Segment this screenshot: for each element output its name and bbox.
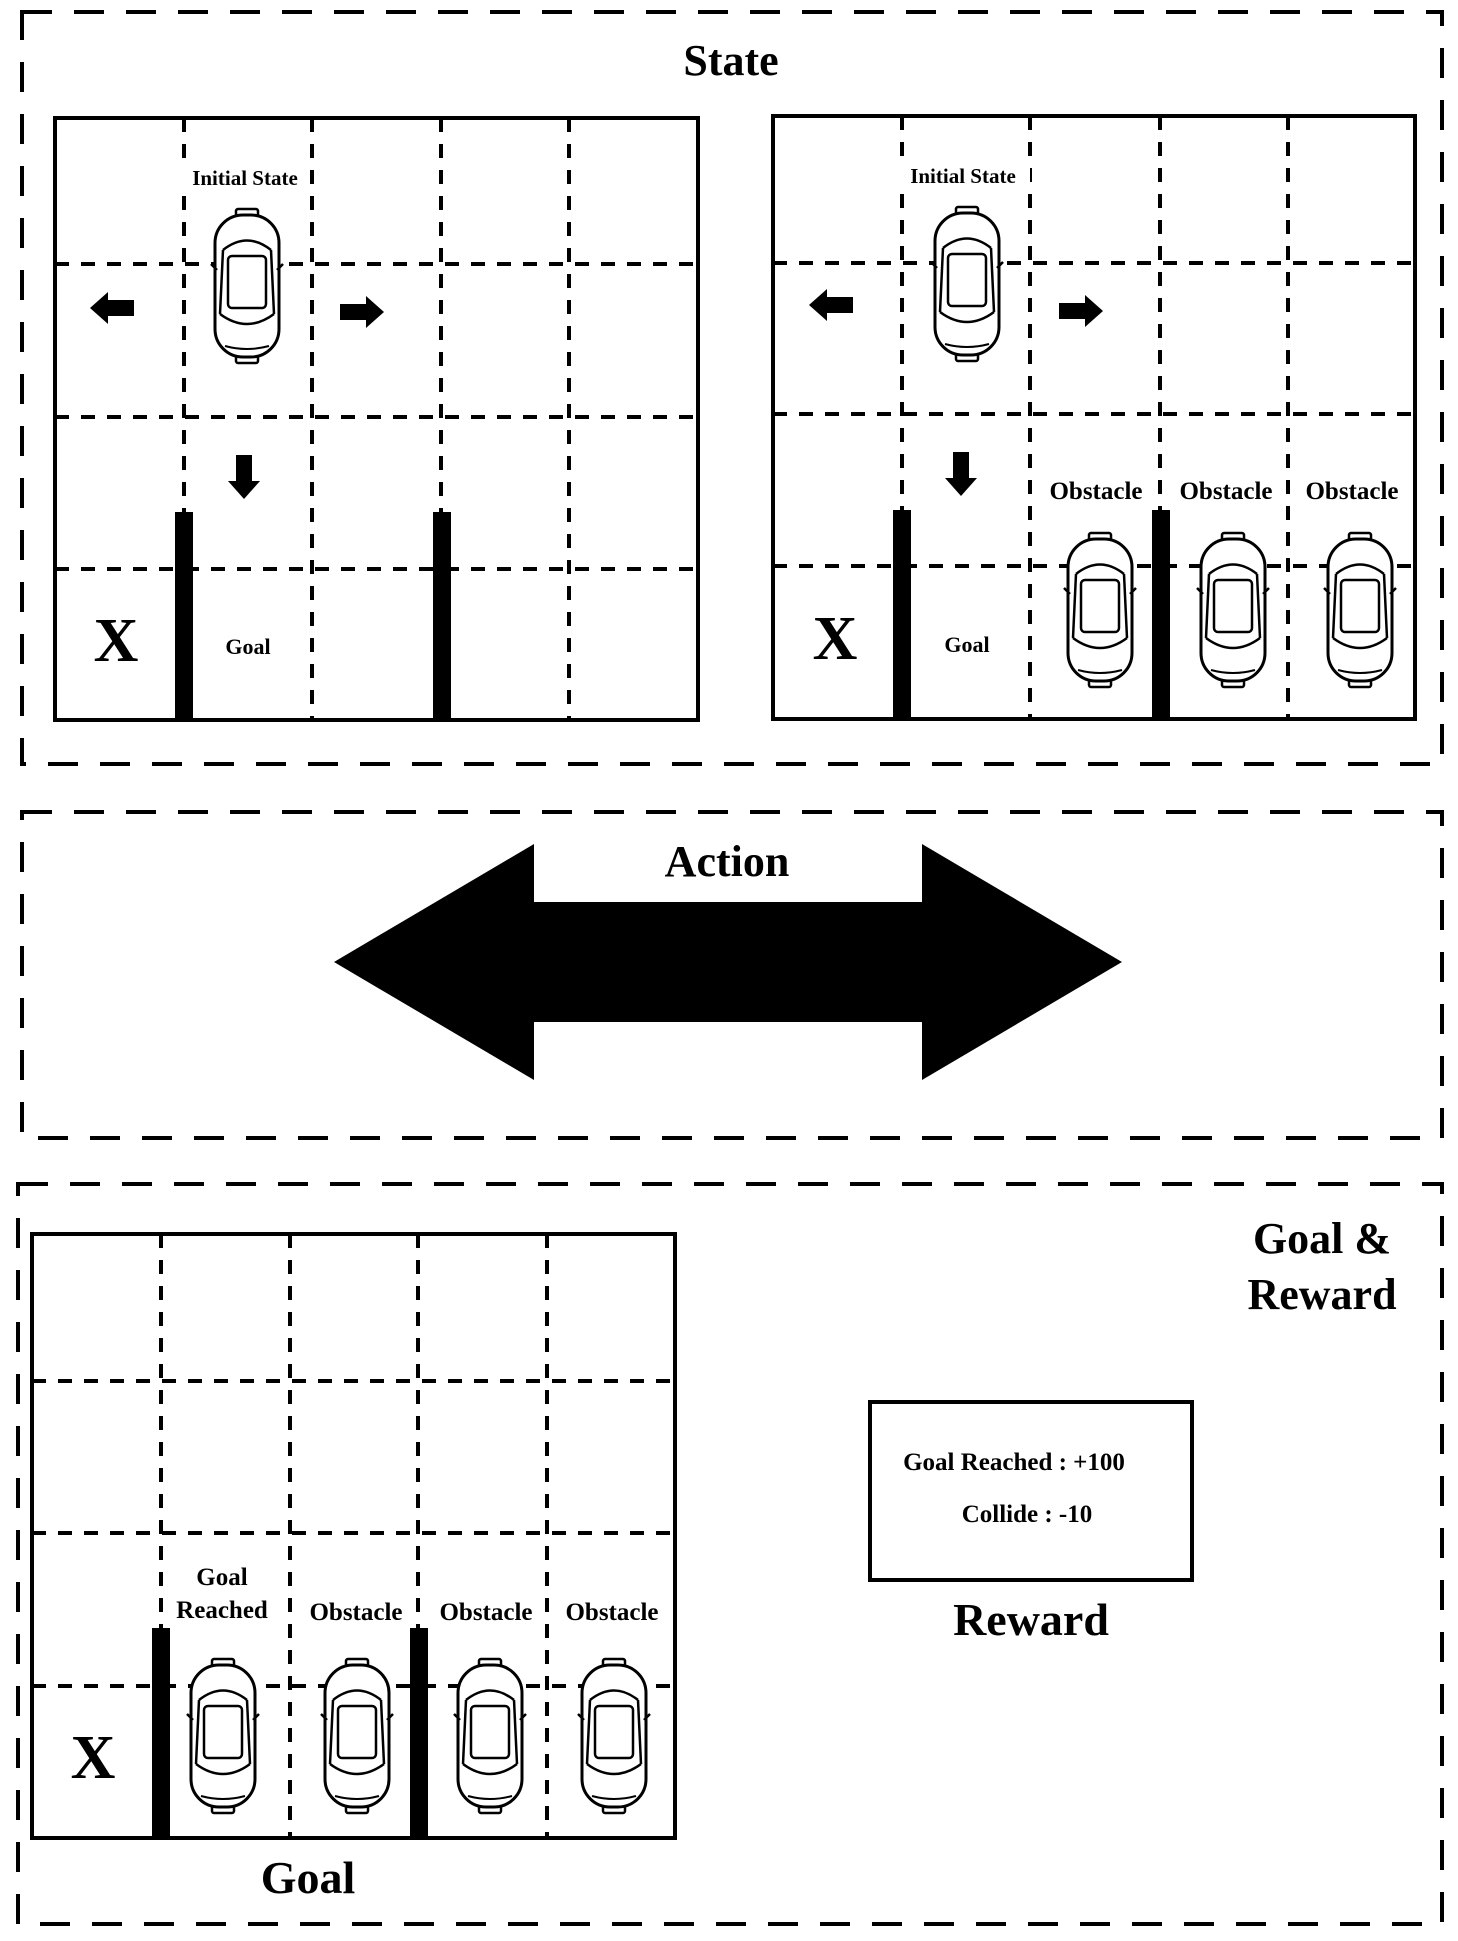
obstacle-label: Obstacle: [309, 1599, 402, 1626]
parking-divider: [410, 1628, 428, 1838]
state-title: State: [683, 36, 778, 85]
reward-frame: [868, 1400, 1194, 1582]
state-panel-1: Initial State X Goal: [53, 116, 700, 722]
initial-state-label: Initial State: [192, 166, 298, 190]
x-marker: X: [94, 607, 139, 675]
agent-car: [209, 207, 285, 365]
reward-box: Goal Reached : +100 Collide : -10 Reward: [868, 1400, 1194, 1645]
goal-reward-title-line2: Reward: [1247, 1270, 1396, 1319]
parking-divider: [1152, 510, 1170, 719]
action-title: Action: [665, 837, 790, 886]
state-section-border: [20, 10, 1444, 766]
obstacle-label: Obstacle: [439, 1599, 532, 1626]
parking-divider: [893, 510, 911, 719]
obstacle-car: [1195, 531, 1271, 689]
obstacle-car: [1322, 531, 1398, 689]
goal-reward-title-line1: Goal &: [1253, 1214, 1391, 1263]
obstacle-label: Obstacle: [1305, 478, 1398, 505]
action-section-border: [20, 810, 1444, 1140]
obstacle-car: [452, 1657, 528, 1815]
reward-collide: Collide : -10: [962, 1501, 1093, 1528]
obstacle-car: [1062, 531, 1138, 689]
goal-reached-label: Goal: [196, 1564, 247, 1591]
obstacle-car: [576, 1657, 652, 1815]
reward-caption: Reward: [953, 1594, 1109, 1645]
parked-agent-car: [185, 1657, 261, 1815]
agent-car: [929, 205, 1005, 363]
goal-reached-label: Reached: [176, 1597, 268, 1624]
goal-reward-section-border: [16, 1182, 1444, 1926]
parking-divider: [152, 1628, 170, 1838]
reward-goal-reached: Goal Reached : +100: [903, 1449, 1125, 1476]
obstacle-car: [319, 1657, 395, 1815]
action-double-arrow-icon: [334, 844, 1122, 1080]
obstacle-label: Obstacle: [1179, 478, 1272, 505]
state-panel-2: Initial State Obstacle Obstacle Obstacle…: [771, 114, 1417, 721]
parking-divider: [433, 512, 451, 720]
goal-label: Goal: [225, 634, 270, 659]
obstacle-label: Obstacle: [565, 1599, 658, 1626]
goal-label: Goal: [944, 632, 989, 657]
goal-panel: Goal Reached Obstacle Obstacle Obstacle …: [30, 1232, 677, 1903]
initial-state-label: Initial State: [910, 164, 1016, 188]
x-marker: X: [71, 1724, 116, 1792]
x-marker: X: [813, 605, 858, 673]
goal-caption: Goal: [261, 1852, 356, 1903]
parking-divider: [175, 512, 193, 720]
obstacle-label: Obstacle: [1049, 478, 1142, 505]
